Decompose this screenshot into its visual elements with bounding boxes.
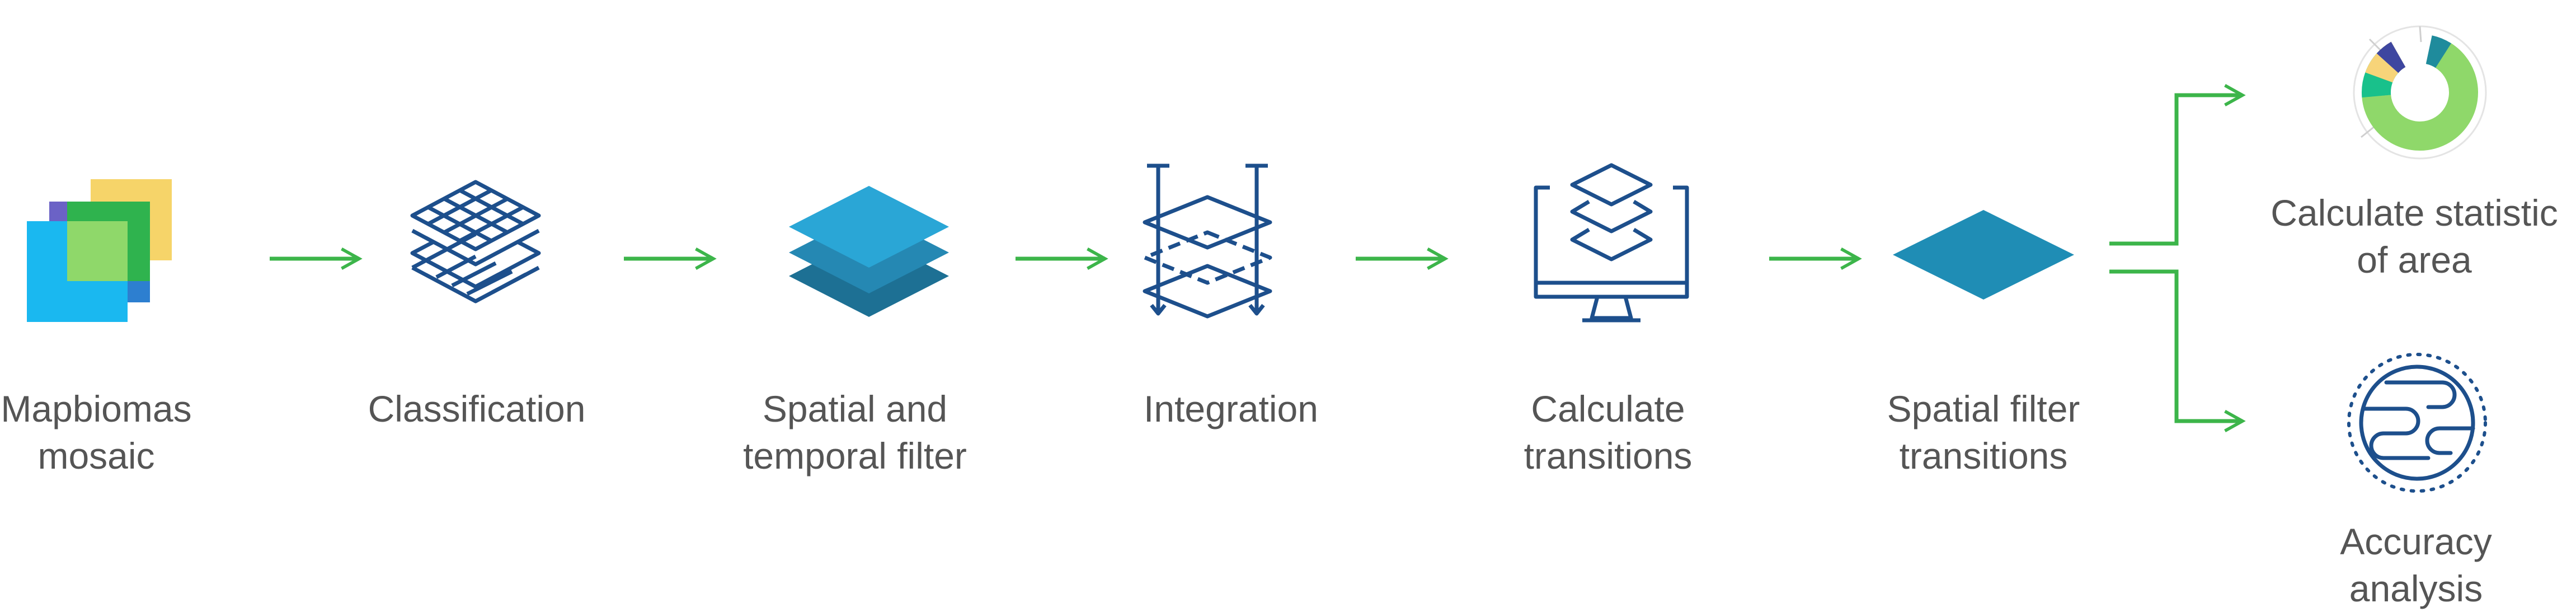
monitor-layers-icon [1534, 163, 1689, 323]
globe-icon [2347, 353, 2487, 493]
grid-layers-icon [410, 180, 541, 303]
arrow-branch-up [2109, 84, 2246, 246]
stacked-layers-icon [789, 186, 949, 317]
step-label-classification: Classification [368, 388, 586, 429]
donut-chart-icon [2353, 25, 2487, 160]
layered-squares-icon [27, 179, 172, 322]
arrow-branch-down [2109, 269, 2246, 432]
step-label-integration: Integration [1144, 388, 1318, 429]
integration-layers-icon [1143, 163, 1272, 319]
connector-arrows [270, 84, 2246, 432]
diamond-layer-icon [1893, 210, 2074, 300]
